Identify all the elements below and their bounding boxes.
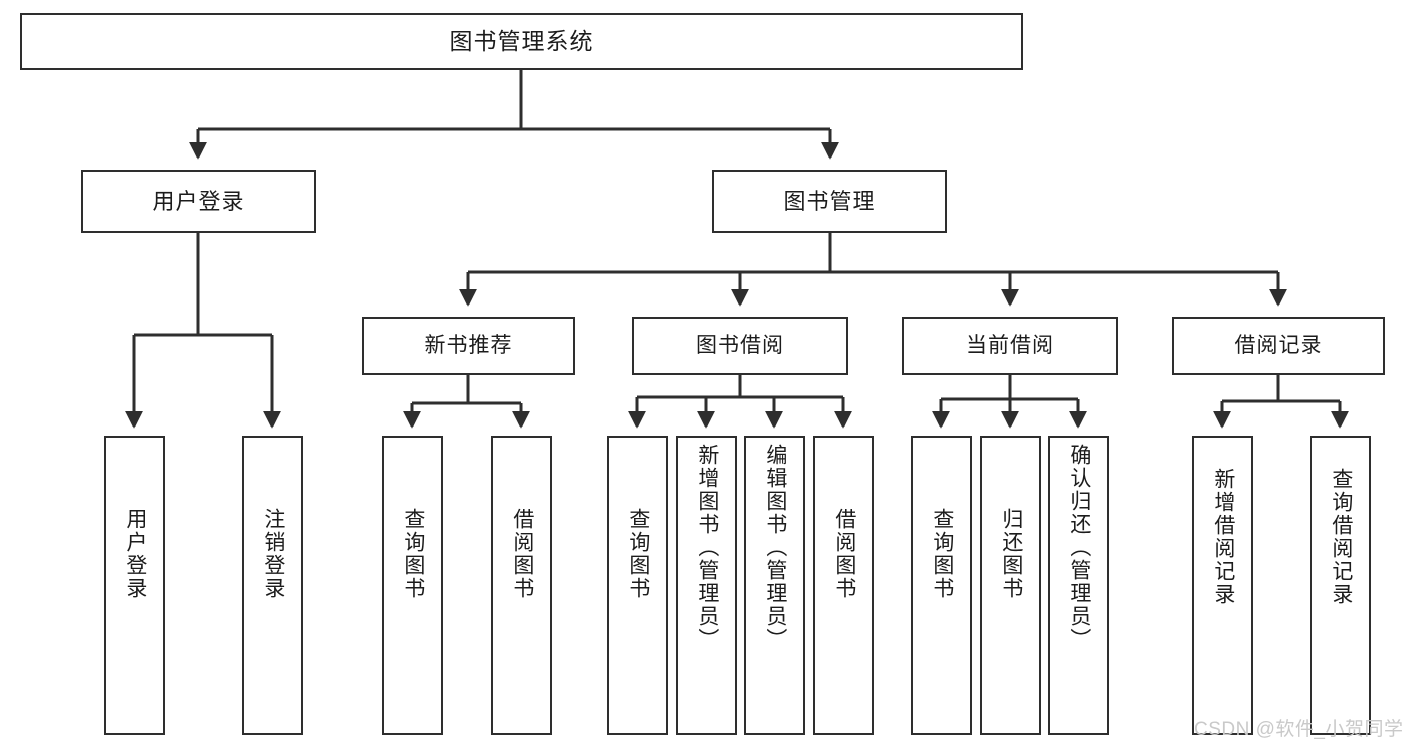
leaf-add-book-admin[interactable]: 新增图书（管理员） [676, 436, 737, 735]
leaf-recommend-borrow-book-label: 借阅图书 [510, 508, 534, 600]
leaf-return-book-label: 归还图书 [999, 508, 1023, 600]
leaf-add-borrow-record-label: 新增借阅记录 [1211, 468, 1235, 606]
leaf-borrow-book-label: 借阅图书 [832, 508, 856, 600]
leaf-current-query-book-label: 查询图书 [930, 508, 954, 600]
node-root-label: 图书管理系统 [449, 28, 594, 55]
leaf-borrow-query-book-label: 查询图书 [626, 508, 650, 600]
node-user-login-label: 用户登录 [152, 188, 245, 214]
leaf-borrow-query-book[interactable]: 查询图书 [607, 436, 668, 735]
watermark: CSDN @软件_小贺同学 [1194, 719, 1404, 740]
leaf-logout-label: 注销登录 [261, 508, 285, 600]
node-borrow-record-label: 借阅记录 [1234, 333, 1323, 357]
node-user-login[interactable]: 用户登录 [81, 170, 316, 233]
node-current-borrow-label: 当前借阅 [966, 333, 1054, 357]
leaf-current-query-book[interactable]: 查询图书 [911, 436, 972, 735]
node-book-borrow-label: 图书借阅 [696, 333, 784, 357]
leaf-edit-book-admin-label: 编辑图书（管理员） [763, 444, 787, 651]
leaf-confirm-return-admin-label: 确认归还（管理员） [1067, 444, 1091, 651]
leaf-confirm-return-admin[interactable]: 确认归还（管理员） [1048, 436, 1109, 735]
node-book-management[interactable]: 图书管理 [712, 170, 947, 233]
node-root[interactable]: 图书管理系统 [20, 13, 1023, 70]
leaf-return-book[interactable]: 归还图书 [980, 436, 1041, 735]
node-new-book-recommend-label: 新书推荐 [424, 333, 513, 357]
node-new-book-recommend[interactable]: 新书推荐 [362, 317, 575, 375]
node-current-borrow[interactable]: 当前借阅 [902, 317, 1118, 375]
leaf-borrow-book[interactable]: 借阅图书 [813, 436, 874, 735]
node-book-borrow[interactable]: 图书借阅 [632, 317, 848, 375]
leaf-user-login[interactable]: 用户登录 [104, 436, 165, 735]
leaf-recommend-query-book[interactable]: 查询图书 [382, 436, 443, 735]
leaf-recommend-query-book-label: 查询图书 [401, 508, 425, 600]
leaf-edit-book-admin[interactable]: 编辑图书（管理员） [744, 436, 805, 735]
leaf-recommend-borrow-book[interactable]: 借阅图书 [491, 436, 552, 735]
leaf-add-book-admin-label: 新增图书（管理员） [695, 444, 719, 651]
leaf-query-borrow-record-label: 查询借阅记录 [1329, 468, 1353, 606]
leaf-user-login-label: 用户登录 [123, 508, 147, 600]
leaf-logout[interactable]: 注销登录 [242, 436, 303, 735]
node-book-management-label: 图书管理 [783, 188, 876, 214]
leaf-add-borrow-record[interactable]: 新增借阅记录 [1192, 436, 1253, 735]
leaf-query-borrow-record[interactable]: 查询借阅记录 [1310, 436, 1371, 735]
node-borrow-record[interactable]: 借阅记录 [1172, 317, 1385, 375]
